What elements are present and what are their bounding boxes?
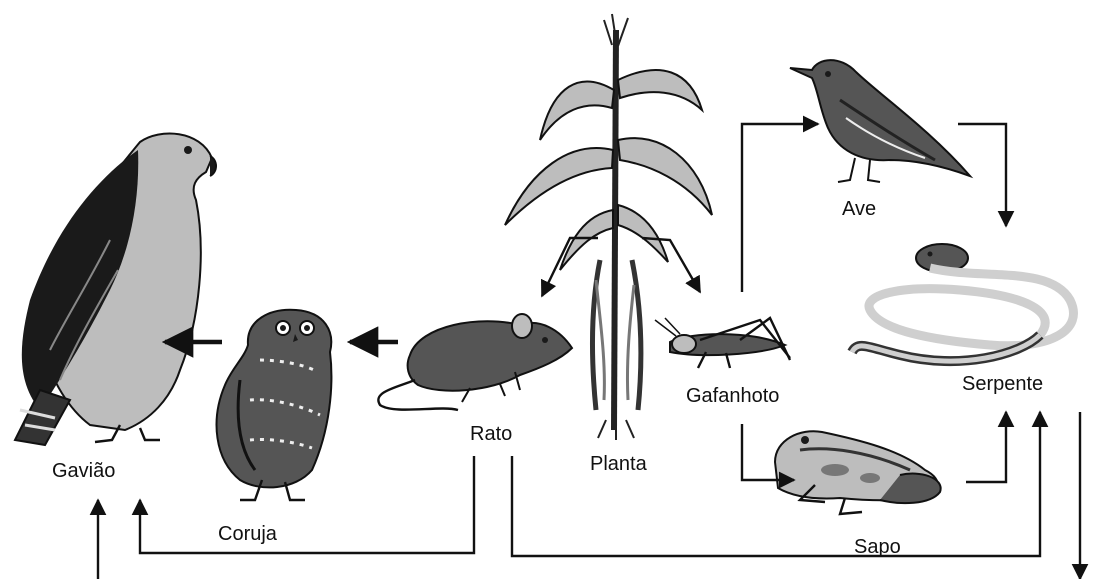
hawk-icon bbox=[15, 134, 216, 445]
label-gaviao: Gavião bbox=[52, 460, 115, 482]
label-serpente: Serpente bbox=[962, 373, 1043, 395]
grasshopper-icon bbox=[655, 318, 790, 368]
label-coruja: Coruja bbox=[218, 523, 278, 545]
label-rato: Rato bbox=[470, 423, 512, 445]
owl-icon bbox=[217, 310, 332, 500]
snake-icon bbox=[852, 244, 1073, 361]
mouse-icon bbox=[378, 314, 572, 410]
link-sapo-serpente bbox=[966, 412, 1006, 482]
link-rato-serpente bbox=[512, 412, 1040, 556]
link-gafanhoto-ave bbox=[742, 124, 818, 292]
frog-icon bbox=[775, 431, 941, 514]
link-planta-gafanhoto bbox=[642, 238, 700, 292]
label-ave: Ave bbox=[842, 198, 876, 220]
label-sapo: Sapo bbox=[854, 536, 901, 558]
corn-plant-icon bbox=[505, 14, 712, 440]
bird-icon bbox=[790, 60, 970, 182]
label-planta: Planta bbox=[590, 453, 648, 475]
label-gafanhoto: Gafanhoto bbox=[686, 385, 779, 407]
